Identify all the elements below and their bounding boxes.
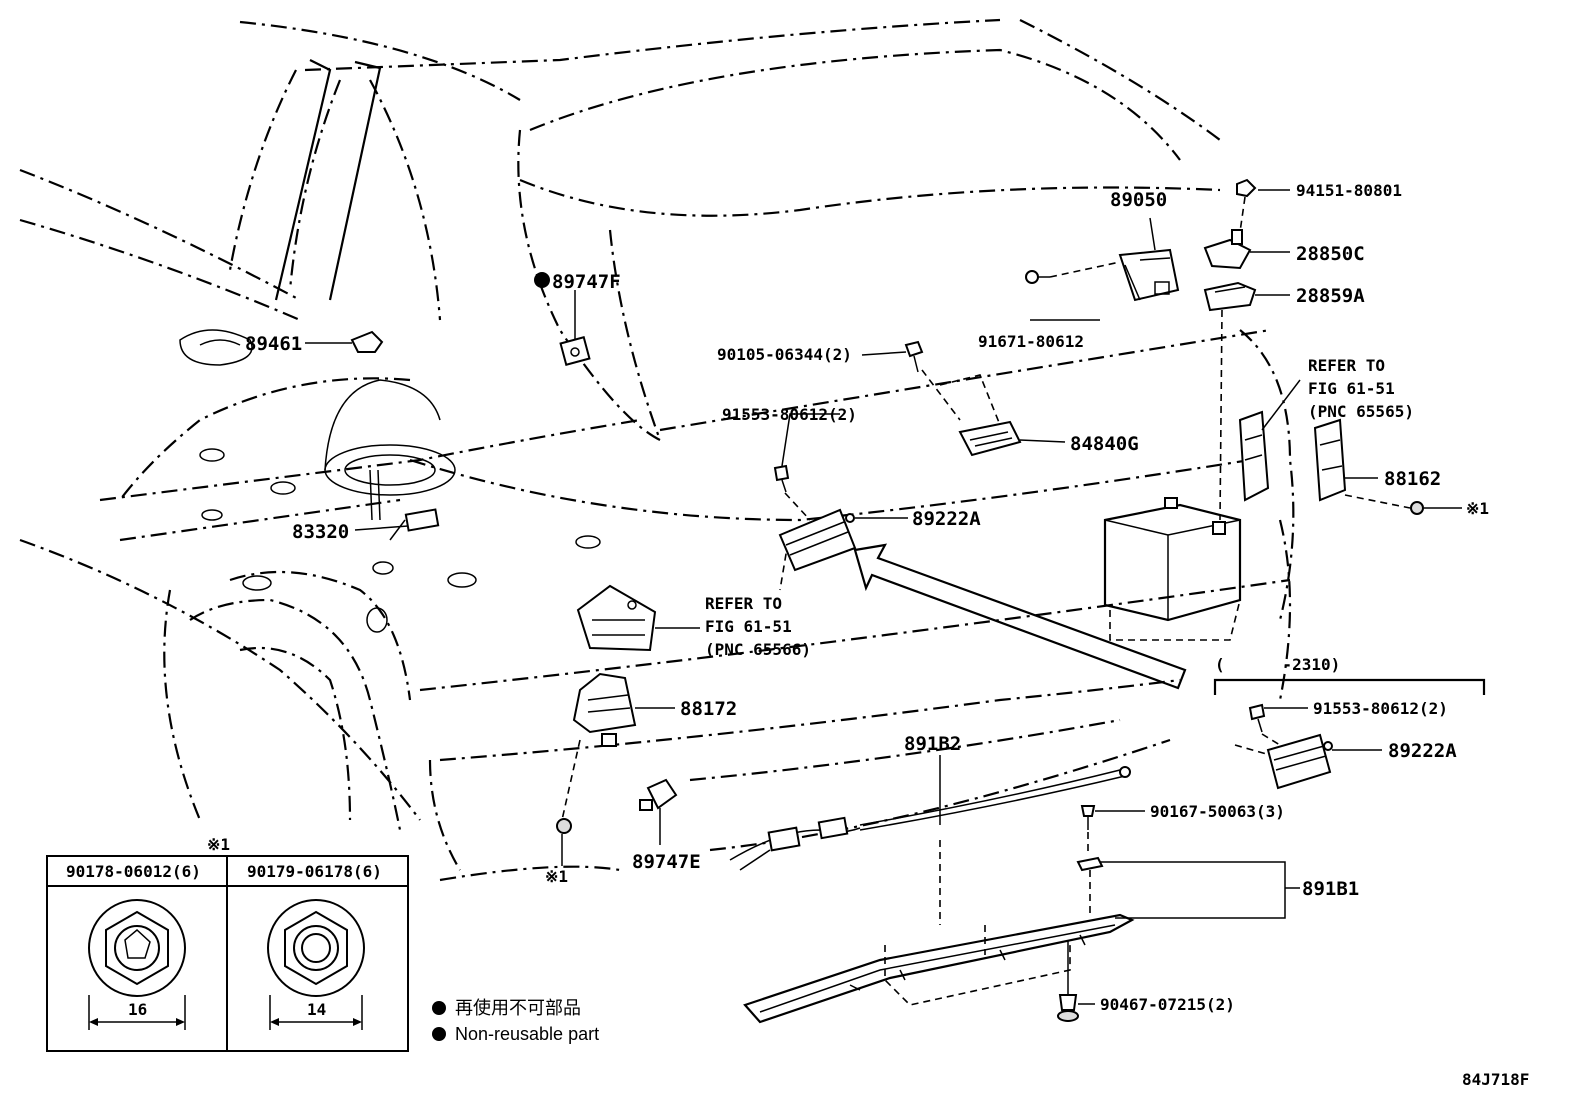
bracket-65565 <box>1238 410 1270 502</box>
module-89222A-inset <box>1266 733 1333 790</box>
label-89747F: 89747F <box>552 271 621 293</box>
refer-left-line1: REFER TO <box>705 594 782 613</box>
switch-84840G <box>958 420 1022 457</box>
variant-range: ( -2310) <box>1215 655 1340 674</box>
nut-94151 <box>1236 178 1257 198</box>
label-90167: 90167-50063(3) <box>1150 802 1285 821</box>
note-1-table: ※1 <box>207 835 230 854</box>
figure-id: 84J718F <box>1462 1070 1529 1089</box>
label-891B1: 891B1 <box>1302 878 1359 900</box>
sensor-89747E <box>639 778 678 811</box>
label-89222A-inset: 89222A <box>1388 740 1457 762</box>
refer-right-line2: FIG 61-51 <box>1308 379 1395 398</box>
sensor-83320 <box>369 469 440 575</box>
non-reusable-marker-icon <box>534 272 550 288</box>
bolt-91553-inset <box>1248 703 1266 733</box>
label-891B2: 891B2 <box>904 733 961 755</box>
bumper-reinforcement-891B1 <box>743 913 1135 1024</box>
legend-english: Non-reusable part <box>455 1024 599 1044</box>
label-84840G: 84840G <box>1070 433 1139 455</box>
part-labels: 89747F 89461 83320 90105-06344(2) 91553-… <box>207 181 1489 1014</box>
bolt-90167 <box>1080 805 1096 830</box>
bolt-90105 <box>904 340 924 373</box>
label-28859A: 28859A <box>1296 285 1365 307</box>
label-89050: 89050 <box>1110 189 1167 211</box>
bracket-28859A <box>1203 281 1257 312</box>
legend-japanese: 再使用不可部品 <box>455 998 581 1018</box>
wire-harness-891B2 <box>729 766 1131 871</box>
nut-table-dim-left: 16 <box>128 1000 147 1019</box>
nut-table-header-left: 90178-06012(6) <box>66 862 201 881</box>
label-90105: 90105-06344(2) <box>717 345 852 364</box>
legend-bullet-icon <box>432 1001 446 1015</box>
nut-note-icon <box>1410 501 1424 515</box>
label-88162: 88162 <box>1384 468 1441 490</box>
sensor-89461 <box>350 330 384 353</box>
bolt-90467 <box>1057 940 1079 1022</box>
label-88172: 88172 <box>680 698 737 720</box>
refer-right-line1: REFER TO <box>1308 356 1385 375</box>
label-90467: 90467-07215(2) <box>1100 995 1235 1014</box>
label-91553-main: 91553-80612(2) <box>722 405 857 424</box>
sensor-88172 <box>572 672 637 747</box>
relay-28850C <box>1203 229 1252 270</box>
label-94151: 94151-80801 <box>1296 181 1402 200</box>
label-91553-inset: 91553-80612(2) <box>1313 699 1448 718</box>
refer-right-line3: (PNC 65565) <box>1308 402 1414 421</box>
sensor-89747F <box>559 336 591 366</box>
label-28850C: 28850C <box>1296 243 1365 265</box>
nut-table-header-right: 90179-06178(6) <box>247 862 382 881</box>
refer-left-line2: FIG 61-51 <box>705 617 792 636</box>
module-89050 <box>1118 248 1180 302</box>
nut-table-dim-right: 14 <box>307 1000 326 1019</box>
direction-arrow <box>853 543 1187 690</box>
flange-nut-icon-right <box>267 899 365 997</box>
label-83320: 83320 <box>292 521 349 543</box>
vehicle-body-outline <box>19 18 1295 882</box>
variant-bracket <box>1213 678 1486 695</box>
nut-table: 90178-06012(6) 90179-06178(6) 16 14 <box>46 855 409 1052</box>
legend: 再使用不可部品 Non-reusable part <box>432 998 599 1044</box>
nut-icon-left <box>556 818 572 834</box>
note-1-bottom: ※1 <box>545 867 568 886</box>
bolt-91671 <box>1025 270 1050 284</box>
refer-left-line3: (PNC 65566) <box>705 640 811 659</box>
sensor-88162 <box>1313 418 1347 502</box>
label-89461: 89461 <box>245 333 302 355</box>
leader-lines <box>305 189 1462 1005</box>
battery <box>1103 497 1242 641</box>
label-89222A-main: 89222A <box>912 508 981 530</box>
clip-891B1 <box>1076 856 1104 872</box>
flange-nut-icon <box>88 899 186 997</box>
label-91671: 91671-80612 <box>978 332 1084 351</box>
note-1-right: ※1 <box>1466 499 1489 518</box>
bolt-91553-main <box>773 464 790 493</box>
bracket-65566 <box>576 584 657 652</box>
legend-bullet-icon-2 <box>432 1027 446 1041</box>
label-89747E: 89747E <box>632 851 701 873</box>
module-89222A-main <box>778 508 857 572</box>
